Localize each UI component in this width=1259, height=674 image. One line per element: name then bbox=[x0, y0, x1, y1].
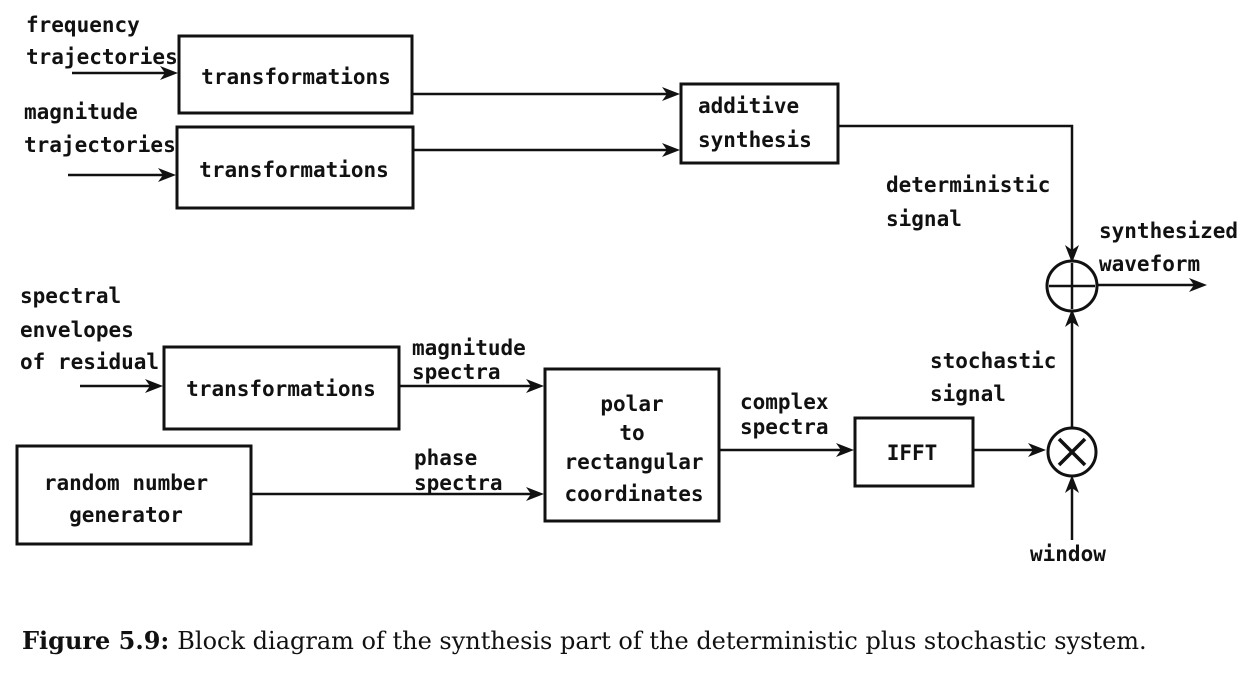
arrowhead-stochastic-to-sum bbox=[1065, 309, 1079, 327]
sum-node bbox=[1045, 259, 1099, 313]
magnitude-spectra-label-line2: spectra bbox=[412, 360, 501, 384]
polar-to-rectangular-block bbox=[543, 367, 721, 523]
transformations-block-frequency bbox=[177, 34, 414, 115]
synthesized-waveform-label-line1: synthesized bbox=[1099, 219, 1238, 243]
spectral-envelopes-label-line3: of residual bbox=[20, 350, 159, 374]
polar-to-rectangular-label-line1: polar bbox=[600, 392, 663, 416]
magnitude-trajectories-label-line1: magnitude bbox=[24, 100, 138, 124]
window-label: window bbox=[1030, 542, 1106, 566]
additive-synthesis-block bbox=[679, 82, 840, 165]
polar-to-rectangular-label-line2: to bbox=[619, 421, 644, 445]
additive-synthesis-label-line2: synthesis bbox=[698, 128, 812, 152]
phase-spectra-label-line1: phase bbox=[414, 446, 477, 470]
synthesized-waveform-label-line2: waveform bbox=[1099, 252, 1200, 276]
arrowhead-deterministic-to-sum bbox=[1065, 245, 1079, 263]
stochastic-signal-label-line1: stochastic bbox=[930, 349, 1056, 373]
transformations-block-envelopes-label: transformations bbox=[186, 377, 376, 401]
transformations-block-magnitude-label: transformations bbox=[199, 158, 389, 182]
phase-spectra-label-line2: spectra bbox=[414, 471, 503, 495]
complex-spectra-label-line2: spectra bbox=[740, 415, 829, 439]
transformations-block-frequency-label: transformations bbox=[201, 65, 391, 89]
magnitude-spectra-label-line1: magnitude bbox=[412, 336, 526, 360]
spectral-envelopes-label-line1: spectral bbox=[20, 284, 121, 308]
ifft-label: IFFT bbox=[887, 441, 938, 465]
complex-spectra-label-line1: complex bbox=[740, 390, 829, 414]
stochastic-signal-label-line2: signal bbox=[930, 382, 1006, 406]
random-number-generator-label-line1: random number bbox=[44, 471, 208, 495]
ifft-block bbox=[853, 416, 975, 488]
arrowhead-phase-spectra bbox=[526, 487, 544, 501]
random-number-generator-block bbox=[15, 444, 253, 546]
deterministic-signal-label-line2: signal bbox=[886, 207, 962, 231]
arrowhead-to-additive-2 bbox=[662, 143, 680, 157]
multiply-node bbox=[1046, 426, 1098, 478]
frequency-trajectories-label-line1: frequency bbox=[26, 13, 140, 37]
deterministic-signal-label-line1: deterministic bbox=[886, 173, 1050, 197]
arrowhead-frequency-input bbox=[160, 66, 178, 80]
transformations-block-magnitude bbox=[175, 125, 415, 210]
frequency-trajectories-label-line2: trajectories bbox=[26, 45, 178, 69]
spectral-envelopes-label-line2: envelopes bbox=[20, 318, 134, 342]
figure-caption-number: Figure 5.9: bbox=[22, 626, 170, 655]
line-additive-to-sum bbox=[838, 124, 1074, 250]
additive-synthesis-label-line1: additive bbox=[698, 94, 799, 118]
arrowhead-output bbox=[1189, 278, 1207, 292]
arrowhead-complex-spectra bbox=[836, 443, 854, 457]
transformations-block-envelopes bbox=[162, 345, 401, 431]
arrowhead-to-multiply bbox=[1028, 443, 1046, 457]
magnitude-trajectories-label-line2: trajectories bbox=[24, 133, 176, 157]
figure-caption-text: Block diagram of the synthesis part of t… bbox=[177, 627, 1147, 655]
figure-caption: Figure 5.9:Block diagram of the synthesi… bbox=[22, 626, 1147, 655]
random-number-generator-label-line2: generator bbox=[69, 503, 183, 527]
arrowhead-magnitude-input bbox=[158, 168, 176, 182]
arrowhead-envelopes-input bbox=[145, 379, 163, 393]
polar-to-rectangular-label-line4: coordinates bbox=[564, 482, 703, 506]
arrowhead-magnitude-spectra bbox=[526, 379, 544, 393]
arrowhead-window bbox=[1065, 475, 1079, 493]
arrowhead-to-additive-1 bbox=[662, 87, 680, 101]
polar-to-rectangular-label-line3: rectangular bbox=[564, 450, 703, 474]
